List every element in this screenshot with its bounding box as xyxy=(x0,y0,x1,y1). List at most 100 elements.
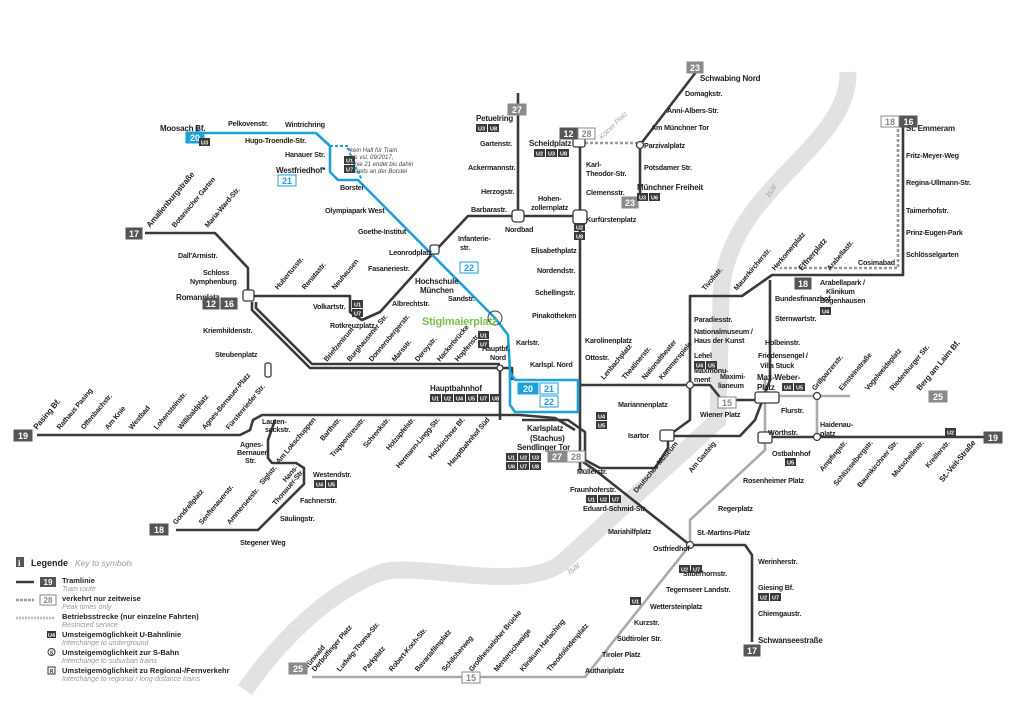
station-label-karlstr: Karlstr. xyxy=(516,338,539,347)
ubahn-badge: U3 xyxy=(532,455,539,461)
line-badge-box xyxy=(928,390,948,403)
ubahn-badge: U4 xyxy=(784,385,792,391)
ubahn-badge-box xyxy=(314,480,325,488)
line-badge-box xyxy=(202,297,220,310)
station-label-nationalmuseum: Haus der Kunst xyxy=(694,336,745,345)
station-label-scheid: Scheidplatz xyxy=(529,139,571,148)
legend-badge: S xyxy=(50,651,54,657)
station-label-infanterie: Infanterie- xyxy=(458,234,491,243)
line-badge-box xyxy=(277,174,297,187)
station-label-maxweber: Platz xyxy=(757,383,775,392)
legend: i Legende Key to symbols 19 Tramlinie Tr… xyxy=(16,557,230,683)
line-badge: 27 xyxy=(552,452,562,462)
ubahn-badge: U7 xyxy=(480,396,487,402)
station-label-sendlinger: Sendlinger Tor xyxy=(517,443,570,452)
line-badge: 23 xyxy=(690,63,700,73)
station-label-domagk: Domagkstr. xyxy=(685,89,722,98)
ubahn-badge: U7 xyxy=(346,167,353,173)
station-label-schloss: Nymphenburg xyxy=(190,277,237,286)
ubahn-badge: U6 xyxy=(651,195,658,201)
ubahn-badge-box xyxy=(488,124,499,132)
ubahn-badge-box xyxy=(326,480,337,488)
line-badge-box xyxy=(507,103,527,116)
station-label-arabellapark: Klinikum xyxy=(826,287,855,296)
station-label-hohen: zollernplatz xyxy=(531,203,569,212)
station-label-maxmonument: Maxmonu- xyxy=(694,366,729,375)
station-label-agnesstr: Bernauer- xyxy=(237,448,270,457)
station-label-petuel: Petuelring xyxy=(476,114,513,123)
station-label-barbara: Barbarastr. xyxy=(471,205,507,214)
station-label-agnesstr: Str. xyxy=(245,456,256,465)
footnote-line: Linie 21 endet bis dahin xyxy=(350,162,414,168)
station-label-holbein: Holbeinstr. xyxy=(765,338,800,347)
ubahn-badge: U4 xyxy=(696,363,704,369)
ubahn-badge-box xyxy=(476,124,487,132)
station-label-lehel: Lehel xyxy=(694,351,712,360)
station-label-mariaward: Maria-Ward-Str. xyxy=(203,185,242,229)
legend-sub: Interchange to suburban trains xyxy=(62,658,157,665)
station-label-park: Parkplatz xyxy=(361,644,388,673)
legend-title: Legende xyxy=(31,558,68,568)
station-label-renata: Renatastr. xyxy=(300,260,328,291)
line-badge-box xyxy=(220,297,238,310)
station-label-hochschule: Hochschule xyxy=(415,277,459,286)
ubahn-badge: U1 xyxy=(632,599,639,605)
station-label-ostbahnhof: Ostbahnhof xyxy=(772,449,811,458)
station-label-arabellapark: Bogenhausen xyxy=(820,296,865,305)
station-label-otto: Ottostr. xyxy=(585,353,609,362)
line-badge: 19 xyxy=(18,431,28,441)
ubahn-badge: U8 xyxy=(532,464,539,470)
ubahn-badge: U6 xyxy=(508,464,515,470)
line-badge: 21 xyxy=(282,176,292,186)
legend-sub: Interchange to regional / long-distance … xyxy=(62,676,201,683)
station-label-parzival: Parzivalplatz xyxy=(644,141,686,150)
ubahn-badge-box xyxy=(534,149,545,157)
ubahn-badge-box xyxy=(820,307,831,315)
station-label-westfriedhof: Westfriedhof* xyxy=(276,166,326,175)
ubahn-badge-box xyxy=(490,394,501,402)
line-badge-box xyxy=(880,115,900,128)
line-badge-box xyxy=(517,382,539,395)
footnote-line: * kein Halt für Tram xyxy=(346,148,397,154)
ubahn-badge-box xyxy=(344,165,355,173)
ubahn-badge: U5 xyxy=(708,363,715,369)
ubahn-badge-box xyxy=(945,428,956,436)
station-label-infanterie: str. xyxy=(460,243,470,252)
station-label-rosenheimer: Rosenheimer Platz xyxy=(743,476,805,485)
ubahn-badge: U7 xyxy=(480,342,487,348)
ubahn-badge: U4 xyxy=(598,414,606,420)
station-label-steuben: Steubenplatz xyxy=(215,350,258,359)
line-badge-box xyxy=(288,662,308,675)
station-label-westend: Westendstr. xyxy=(313,470,352,479)
station-label-friedensengel: Villa Stuck xyxy=(760,361,794,370)
station-label-reginaullmann: Regina-Ullmann-Str. xyxy=(906,178,971,187)
station-label-klinikum: Klinikum Harlaching xyxy=(518,617,567,673)
ubahn-badge-box xyxy=(430,394,441,402)
station-label-stegener: Stegener Weg xyxy=(240,538,285,547)
station-label-lautensack: sackstr. xyxy=(265,425,290,434)
station-label-agnesstr: Agnes- xyxy=(240,440,264,449)
station-label-herzog: Herzogstr. xyxy=(481,187,514,196)
station-label-romanplatz: Romanplatz xyxy=(176,293,220,302)
ubahn-badge-box xyxy=(785,458,796,466)
ubahn-badge-box xyxy=(598,495,609,503)
station-label-stiglmaier: Stiglmaierplatz xyxy=(422,316,498,328)
ubahn-badge-box xyxy=(518,462,529,470)
legend-label: Umsteigemöglichkeit zu Regional-/Fernver… xyxy=(62,666,230,675)
line-badge: 22 xyxy=(544,397,554,407)
ubahn-badge: U1 xyxy=(588,497,595,503)
legend-label: Umsteigemöglichkeit zur S-Bahn xyxy=(62,648,180,657)
station-label-cosimabad: Cosimabad xyxy=(858,258,895,267)
ubahn-badge: U2 xyxy=(760,595,767,601)
station-label-donnersberger: Donnersbergerstr. xyxy=(367,312,412,363)
station-label-silberhorn: Silberhornstr. xyxy=(683,569,727,578)
ubahn-badge-box xyxy=(530,453,541,461)
station-label-schelling: Schellingstr. xyxy=(535,288,575,297)
station-label-elisabeth: Elisabethplatz xyxy=(531,246,577,255)
station-label-volkart: Volkartstr. xyxy=(313,302,346,311)
legend-sub: Tram route xyxy=(62,586,96,593)
line-badge-box xyxy=(686,61,704,74)
line-badge-box xyxy=(743,644,761,657)
station-label-garten: Gartenstr. xyxy=(480,139,512,148)
ubahn-badge: U7 xyxy=(520,464,527,470)
